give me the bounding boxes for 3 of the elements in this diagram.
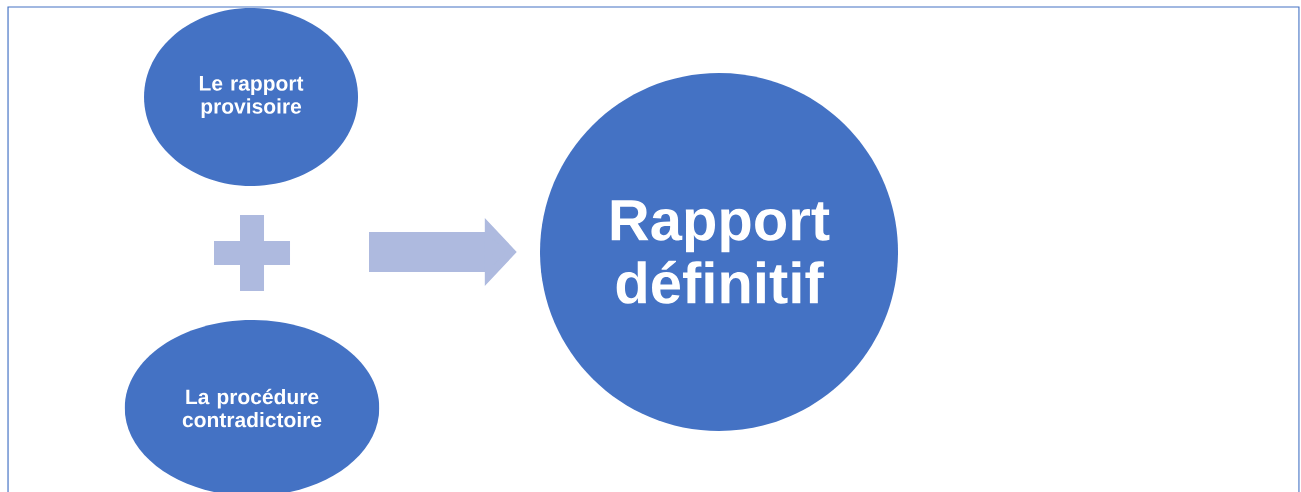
plus-sign — [214, 215, 290, 291]
ellipse-node: Le rapport provisoire — [144, 8, 358, 186]
circle-node: Rapport définitif — [540, 73, 898, 431]
